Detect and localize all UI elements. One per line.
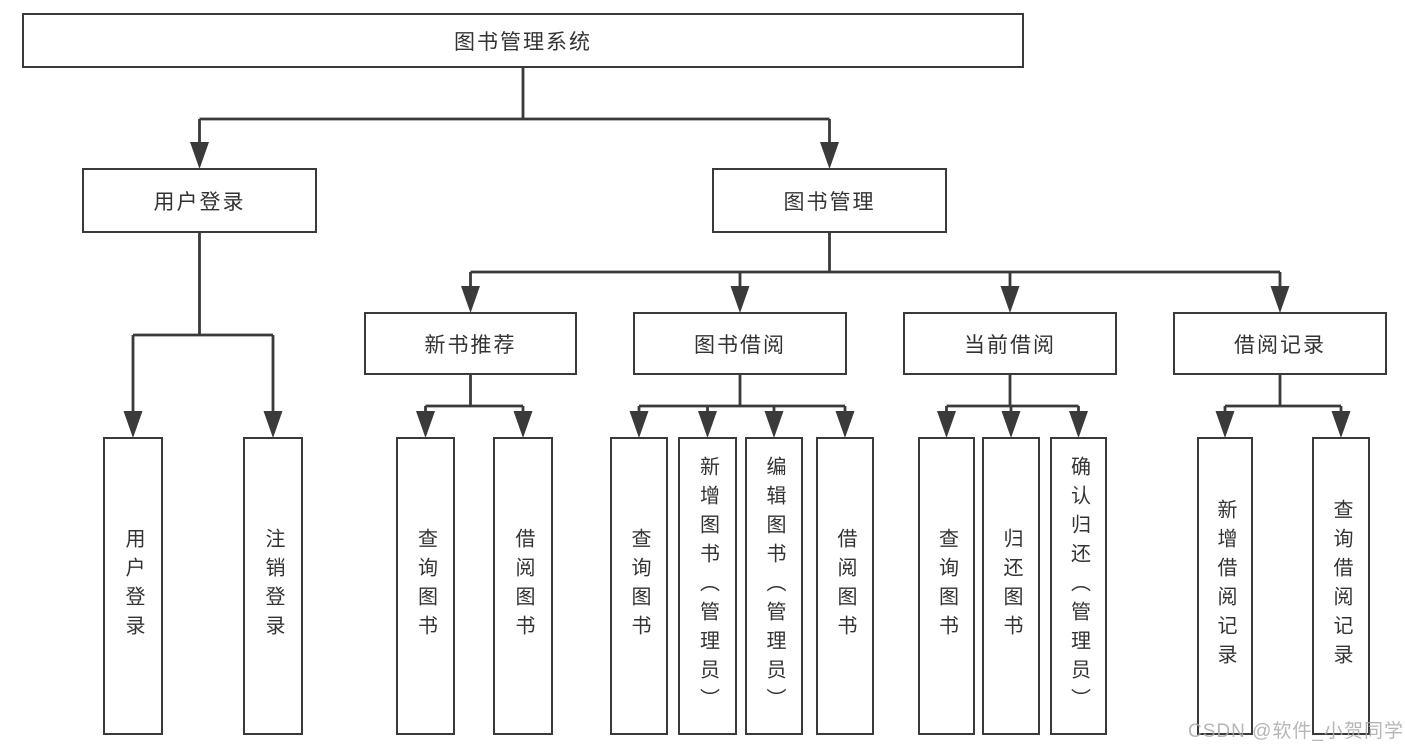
connector-path <box>469 233 1282 292</box>
node-bb-query-books: 查询图书 <box>610 437 668 735</box>
node-label: 归还图书 <box>1000 528 1022 644</box>
node-label: 查询借阅记录 <box>1330 499 1352 673</box>
arrowhead-icon <box>1000 286 1020 313</box>
arrowhead-icon <box>1215 411 1235 438</box>
node-br-query-record: 查询借阅记录 <box>1312 437 1370 735</box>
node-label: 当前借阅 <box>964 333 1056 357</box>
arrowhead-icon <box>835 411 855 438</box>
arrowhead-icon <box>123 411 143 438</box>
node-root: 图书管理系统 <box>22 13 1024 68</box>
node-label: 编辑图书（管理员） <box>763 455 785 717</box>
arrowhead-icon <box>820 142 839 169</box>
arrowhead-icon <box>1270 286 1290 313</box>
node-rec-borrow-books: 借阅图书 <box>493 437 553 735</box>
node-borrow-record: 借阅记录 <box>1173 312 1387 375</box>
connector-path <box>1223 375 1343 417</box>
node-label: 注销登录 <box>262 528 284 644</box>
connector-path <box>945 375 1080 417</box>
node-bb-borrow-books: 借阅图书 <box>816 437 874 735</box>
node-bb-add-books: 新增图书（管理员） <box>678 437 737 735</box>
watermark-text: CSDN @软件_小贺同学 <box>1188 721 1404 742</box>
node-label: 确认归还（管理员） <box>1067 455 1090 717</box>
arrowhead-icon <box>730 286 750 313</box>
node-label: 借阅记录 <box>1234 333 1326 357</box>
node-user-login: 用户登录 <box>82 168 317 233</box>
node-label: 图书借阅 <box>694 333 786 357</box>
arrowhead-icon <box>629 411 649 438</box>
node-book-mgmt: 图书管理 <box>712 168 947 233</box>
node-label: 借阅图书 <box>512 528 534 644</box>
node-bb-edit-books: 编辑图书（管理员） <box>745 437 803 735</box>
node-rec-query-books: 查询图书 <box>396 437 455 735</box>
node-book-borrow: 图书借阅 <box>633 312 847 375</box>
connector-path <box>424 375 525 417</box>
node-cb-confirm-return: 确认归还（管理员） <box>1050 437 1107 735</box>
arrowhead-icon <box>1331 411 1351 438</box>
arrowhead-icon <box>937 411 956 438</box>
node-cb-query-books: 查询图书 <box>918 437 975 735</box>
arrowhead-icon <box>764 411 784 438</box>
connector-path <box>198 68 831 148</box>
arrowhead-icon <box>513 411 533 438</box>
node-label: 用户登录 <box>122 528 144 644</box>
node-label: 新增图书（管理员） <box>696 455 719 717</box>
arrowhead-icon <box>698 411 717 438</box>
node-login: 用户登录 <box>103 437 163 735</box>
node-label: 查询图书 <box>414 528 437 644</box>
connector-path <box>637 375 847 417</box>
node-label: 查询图书 <box>628 528 650 644</box>
node-label: 新书推荐 <box>424 333 517 357</box>
node-label: 图书管理系统 <box>454 30 592 54</box>
node-cb-return-books: 归还图书 <box>982 437 1040 735</box>
arrowhead-icon <box>263 411 283 438</box>
arrowhead-icon <box>416 411 435 438</box>
node-br-add-record: 新增借阅记录 <box>1197 437 1253 735</box>
arrowhead-icon <box>190 142 209 169</box>
node-new-book-rec: 新书推荐 <box>364 312 577 375</box>
connector-path <box>131 233 275 417</box>
node-label: 用户登录 <box>153 190 246 214</box>
node-logout: 注销登录 <box>243 437 303 735</box>
node-current-borrow: 当前借阅 <box>903 312 1117 375</box>
node-label: 查询图书 <box>935 528 958 644</box>
node-label: 借阅图书 <box>834 528 856 644</box>
node-label: 新增借阅记录 <box>1214 499 1236 673</box>
arrowhead-icon <box>1069 411 1088 438</box>
node-label: 图书管理 <box>783 190 876 214</box>
arrowhead-icon <box>1001 411 1021 438</box>
arrowhead-icon <box>461 286 480 313</box>
